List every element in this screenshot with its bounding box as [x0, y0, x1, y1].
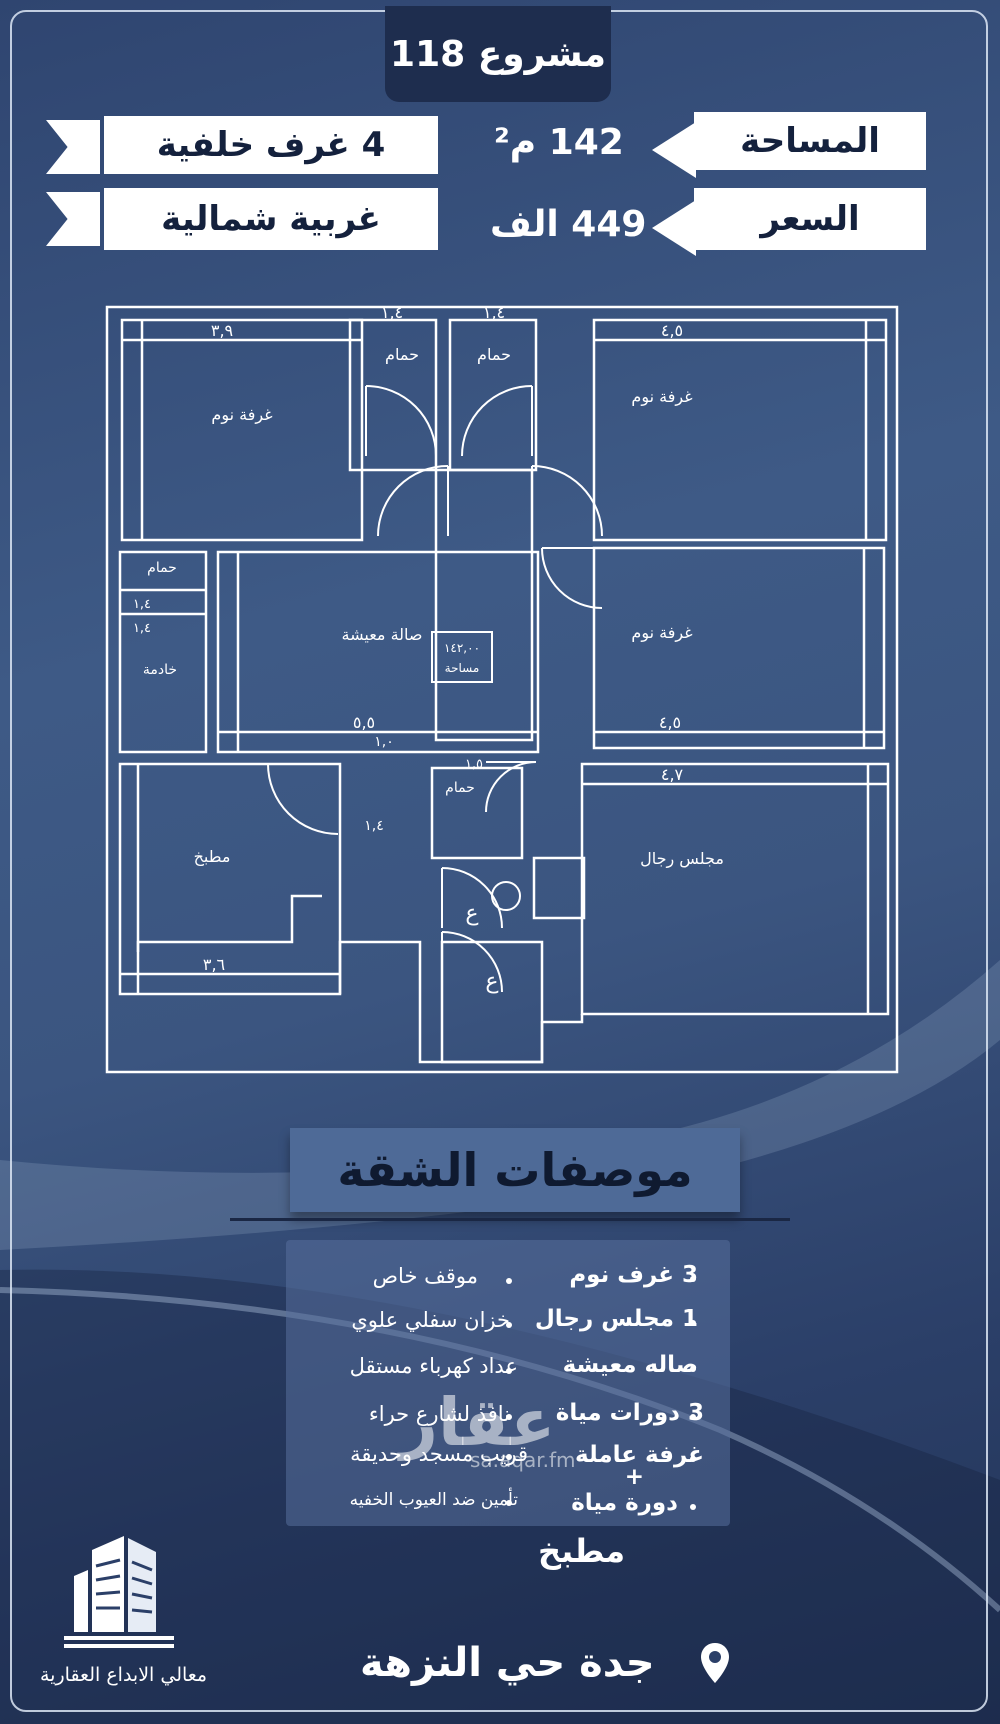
plan-walls	[105, 305, 899, 1074]
entry-mark-2: ع	[485, 969, 498, 994]
room-label-maid: خادمة	[143, 662, 177, 678]
bullet-left-6	[506, 1500, 512, 1506]
company-name: معالي الابداع العقارية	[40, 1664, 208, 1686]
room-label-bath3: حمام	[147, 560, 177, 576]
feature-right-1: 3 غرف نوم	[569, 1262, 698, 1288]
building-logo-icon	[64, 1536, 174, 1648]
dim-bath2: ١,٤	[483, 303, 505, 322]
room-label-majlis: مجلس رجال	[640, 849, 724, 869]
room-label-bed1: غرفة نوم	[211, 405, 272, 425]
feature-right-6: +	[624, 1464, 644, 1490]
orientation-tag: غربية شمالية	[104, 188, 438, 250]
area-box: ١٤٢,٠٠ مساحة	[431, 631, 493, 683]
price-value: 449 الف	[490, 204, 647, 245]
floor-plan-drawing: غرفة نوم ٣,٩ حمام ١,٤ حمام ١,٤ غرفة نوم …	[105, 303, 899, 1074]
room-label-kitchen: مطبخ	[194, 847, 231, 867]
area-label: المساحة	[694, 112, 926, 170]
dim-bath4: ١,٥	[465, 757, 483, 772]
dim-bed3-width: ٤,٥	[659, 713, 681, 732]
room-label-living: صالة معيشة	[342, 625, 423, 644]
dim-living-width: ٥,٥	[353, 713, 375, 732]
room-label-bath1: حمام	[385, 345, 419, 364]
project-title: مشروع 118	[385, 6, 611, 102]
feature-kitchen: مطبخ	[538, 1532, 626, 1570]
bullet-right-2	[690, 1320, 696, 1326]
feature-left-3: عداد كهرباء مستقل	[349, 1354, 518, 1378]
feature-left-2: خزان سفلي علوي	[351, 1308, 510, 1332]
dim-majlis-width: ٤,٧	[661, 765, 684, 784]
features-panel	[286, 1240, 730, 1526]
dim-maid: ١,٤	[133, 621, 151, 636]
feature-right-2: 1 مجلس رجال	[534, 1306, 698, 1332]
map-pin-icon	[701, 1643, 729, 1683]
bullet-left-3	[506, 1368, 512, 1374]
bullet-left-5	[506, 1454, 512, 1460]
room-label-bed3: غرفة نوم	[631, 623, 692, 643]
bullet-right-5	[690, 1456, 696, 1462]
area-box-label: مساحة	[445, 661, 480, 675]
feature-left-6: تأمين ضد العيوب الخفيه	[349, 1490, 518, 1510]
bullet-left-2	[506, 1322, 512, 1328]
feature-right-3: صاله معيشة	[562, 1352, 698, 1378]
watermark-brand: عقار	[400, 1384, 556, 1461]
dim-bath3: ١,٤	[133, 597, 151, 612]
area-value: 142 م²	[494, 122, 624, 163]
bullet-right-1	[690, 1276, 696, 1282]
entry-mark-1: ع	[465, 901, 478, 926]
dim-bed2-width: ٤,٥	[661, 321, 683, 340]
feature-left-4: نافذ لشارع حراء	[368, 1402, 510, 1426]
dim-bed1-width: ٣,٩	[211, 321, 233, 340]
feature-left-1: موقف خاص	[372, 1264, 478, 1288]
dim-corridor-2: ١,٤	[364, 818, 384, 834]
feature-right-4: 3 دورات مياة	[555, 1400, 704, 1426]
area-box-value: ١٤٢,٠٠	[444, 641, 480, 655]
feature-left-5: قريب مسجد وحديقة	[350, 1442, 528, 1466]
features-heading-underline	[230, 1218, 790, 1221]
door-swings	[267, 385, 603, 993]
bullet-left-4	[506, 1414, 512, 1420]
room-label-bath2: حمام	[477, 345, 511, 364]
dim-kitchen-width: ٣,٦	[203, 955, 225, 974]
price-label: السعر	[694, 188, 926, 250]
feature-right-7: دورة مياة	[571, 1490, 678, 1516]
bullet-right-3	[690, 1366, 696, 1372]
dim-bath1: ١,٤	[381, 303, 403, 322]
bullet-left-1	[506, 1278, 512, 1284]
rooms-tag: 4 غرف خلفية	[104, 116, 438, 174]
room-label-bed2: غرفة نوم	[631, 387, 692, 407]
location-text: جدة حي النزهة	[360, 1640, 655, 1686]
dim-corridor-1: ١,٠	[374, 734, 394, 750]
feature-right-5: غرفة عاملة	[575, 1442, 704, 1468]
floor-plan: غرفة نوم ٣,٩ حمام ١,٤ حمام ١,٤ غرفة نوم …	[102, 302, 902, 1102]
features-heading: موصفات الشقة	[290, 1128, 740, 1212]
bullet-right-4	[690, 1414, 696, 1420]
bullet-right-6	[690, 1504, 696, 1510]
watermark-site: sa.aqar.fm	[470, 1448, 576, 1472]
room-label-bath4: حمام	[445, 780, 475, 796]
